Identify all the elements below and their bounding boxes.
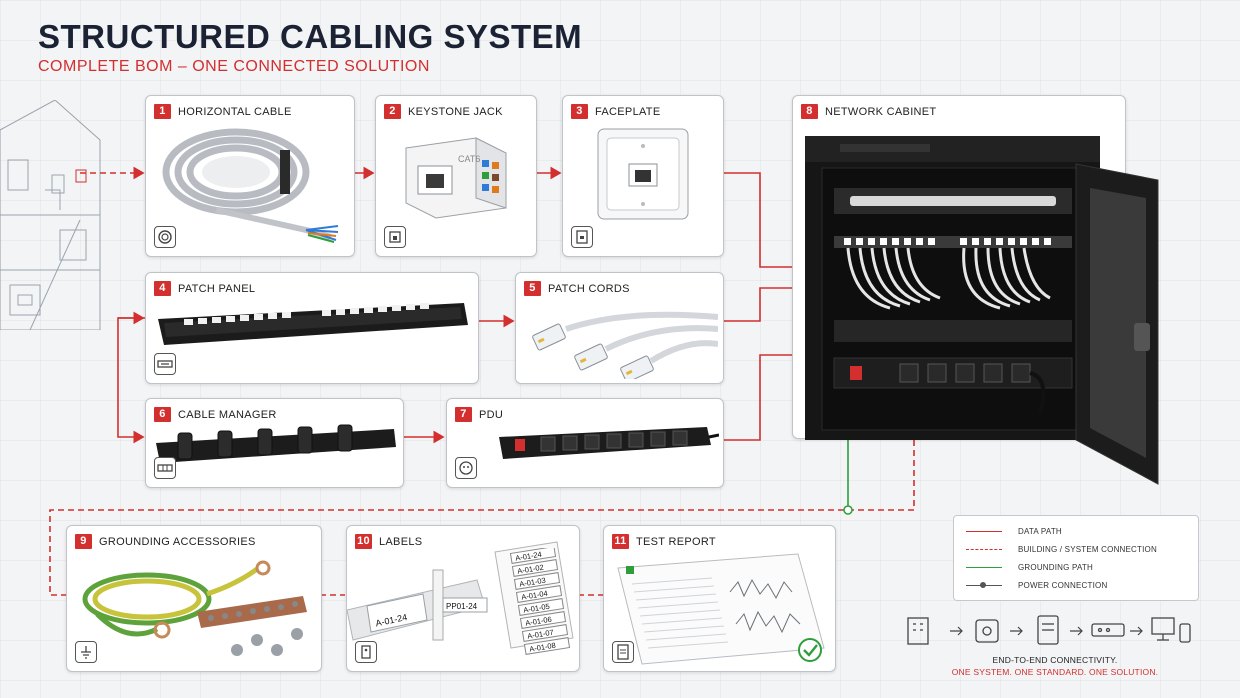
legend-label: BUILDING / SYSTEM CONNECTION: [1018, 545, 1157, 554]
card-header: 6 CABLE MANAGER: [154, 407, 277, 422]
card-keystone-jack[interactable]: 2 KEYSTONE JACK CAT6: [375, 95, 537, 257]
pdu-art: [499, 427, 719, 459]
legend-swatch-power: [966, 582, 1002, 588]
card-header: 8 NETWORK CABINET: [801, 104, 936, 119]
card-test-report[interactable]: 11 TEST REPORT: [603, 525, 836, 672]
card-number: 3: [571, 104, 588, 119]
card-number: 9: [75, 534, 92, 549]
sheet-label: A-01-04: [521, 589, 549, 602]
patch-panel-icon: [154, 353, 176, 375]
card-header: 3 FACEPLATE: [571, 104, 660, 119]
sheet-label: A-01-24: [515, 550, 543, 563]
card-patch-cords[interactable]: 5 PATCH CORDS: [515, 272, 724, 384]
card-number: 2: [384, 104, 401, 119]
monitor-icon: [1151, 617, 1175, 635]
cable-manager-icon: [154, 457, 176, 479]
end-to-end-flow: [907, 615, 1191, 645]
label-icon: [355, 641, 377, 663]
card-title: HORIZONTAL CABLE: [178, 105, 292, 118]
legend-swatch-ground: [966, 567, 1002, 568]
card-number: 1: [154, 104, 171, 119]
card-header: 2 KEYSTONE JACK: [384, 104, 503, 119]
card-header: 4 PATCH PANEL: [154, 281, 255, 296]
legend-power: POWER CONNECTION: [966, 581, 1107, 590]
card-title: FACEPLATE: [595, 105, 661, 118]
switch-icon: [1091, 623, 1125, 637]
building-sketch: [0, 100, 101, 330]
report-icon: [612, 641, 634, 663]
sheet-label: A-01-05: [523, 602, 551, 615]
cable-coil-icon: [154, 226, 176, 248]
card-number: 10: [355, 534, 372, 549]
card-number: 4: [154, 281, 171, 296]
faceplate-art: [597, 128, 689, 220]
card-patch-panel[interactable]: 4 PATCH PANEL: [145, 272, 479, 384]
legend-swatch-building: [966, 549, 1002, 550]
building-icon: [907, 617, 929, 645]
card-title: KEYSTONE JACK: [408, 105, 503, 118]
card-title: TEST REPORT: [636, 535, 716, 548]
card-header: 11 TEST REPORT: [612, 534, 716, 549]
card-labels[interactable]: 10 LABELS A-01-24 PP01-24 A-01-24 A-01-0…: [346, 525, 580, 672]
test-report-art: [617, 553, 825, 665]
card-number: 8: [801, 104, 818, 119]
card-title: PDU: [479, 408, 504, 421]
keystone-jack-art: CAT6: [405, 137, 507, 219]
ground-icon: [75, 641, 97, 663]
faceplate-icon: [571, 226, 593, 248]
cable-manager-art: [156, 424, 396, 463]
card-number: 7: [455, 407, 472, 422]
card-header: 9 GROUNDING ACCESSORIES: [75, 534, 256, 549]
label-sheet: A-01-24 A-01-02 A-01-03 A-01-04 A-01-05 …: [509, 548, 571, 655]
card-pdu[interactable]: 7 PDU: [446, 398, 724, 488]
sheet-label: A-01-02: [517, 563, 545, 576]
sheet-label: A-01-08: [529, 641, 557, 654]
jack-print: CAT6: [458, 154, 480, 164]
phone-icon: [1179, 623, 1191, 643]
legend: DATA PATH BUILDING / SYSTEM CONNECTION G…: [953, 515, 1199, 601]
panel-tag-text: PP01-24: [446, 602, 478, 611]
cabinet-art: [805, 136, 1159, 485]
legend-label: GROUNDING PATH: [1018, 563, 1093, 572]
sheet-label: A-01-03: [519, 576, 547, 589]
card-title: LABELS: [379, 535, 423, 548]
legend-grounding: GROUNDING PATH: [966, 563, 1093, 572]
legend-swatch-data: [966, 531, 1002, 532]
outlet-icon: [975, 619, 999, 643]
power-outlet-icon: [455, 457, 477, 479]
card-number: 11: [612, 534, 629, 549]
grounding-art: [82, 560, 307, 656]
jack-icon: [384, 226, 406, 248]
cable-coil-art: [162, 128, 339, 243]
patch-cord-art: [532, 311, 718, 379]
card-title: PATCH CORDS: [548, 282, 630, 295]
card-header: 7 PDU: [455, 407, 503, 422]
sheet-label: A-01-06: [525, 615, 553, 628]
page-subtitle: COMPLETE BOM – ONE CONNECTED SOLUTION: [38, 58, 430, 75]
legend-label: POWER CONNECTION: [1018, 581, 1108, 590]
card-header: 5 PATCH CORDS: [524, 281, 630, 296]
card-header: 1 HORIZONTAL CABLE: [154, 104, 292, 119]
footer-tagline: END-TO-END CONNECTIVITY.: [992, 655, 1118, 665]
legend-data-path: DATA PATH: [966, 527, 1062, 536]
card-title: CABLE MANAGER: [178, 408, 277, 421]
card-title: NETWORK CABINET: [825, 105, 937, 118]
card-header: 10 LABELS: [355, 534, 422, 549]
legend-label: DATA PATH: [1018, 527, 1062, 536]
card-title: PATCH PANEL: [178, 282, 256, 295]
card-grounding-accessories[interactable]: 9 GROUNDING ACCESSORIES: [66, 525, 322, 672]
legend-building: BUILDING / SYSTEM CONNECTION: [966, 545, 1157, 554]
cabinet-mini-icon: [1037, 615, 1059, 645]
sheet-label: A-01-07: [527, 628, 555, 641]
card-cable-manager[interactable]: 6 CABLE MANAGER: [145, 398, 404, 488]
patch-panel-art: [158, 303, 468, 345]
page-title: STRUCTURED CABLING SYSTEM: [38, 18, 583, 55]
card-horizontal-cable[interactable]: 1 HORIZONTAL CABLE: [145, 95, 355, 257]
card-title: GROUNDING ACCESSORIES: [99, 535, 256, 548]
footer-slogan: ONE SYSTEM. ONE STANDARD. ONE SOLUTION.: [951, 667, 1159, 677]
card-faceplate[interactable]: 3 FACEPLATE: [562, 95, 724, 257]
card-number: 5: [524, 281, 541, 296]
card-number: 6: [154, 407, 171, 422]
